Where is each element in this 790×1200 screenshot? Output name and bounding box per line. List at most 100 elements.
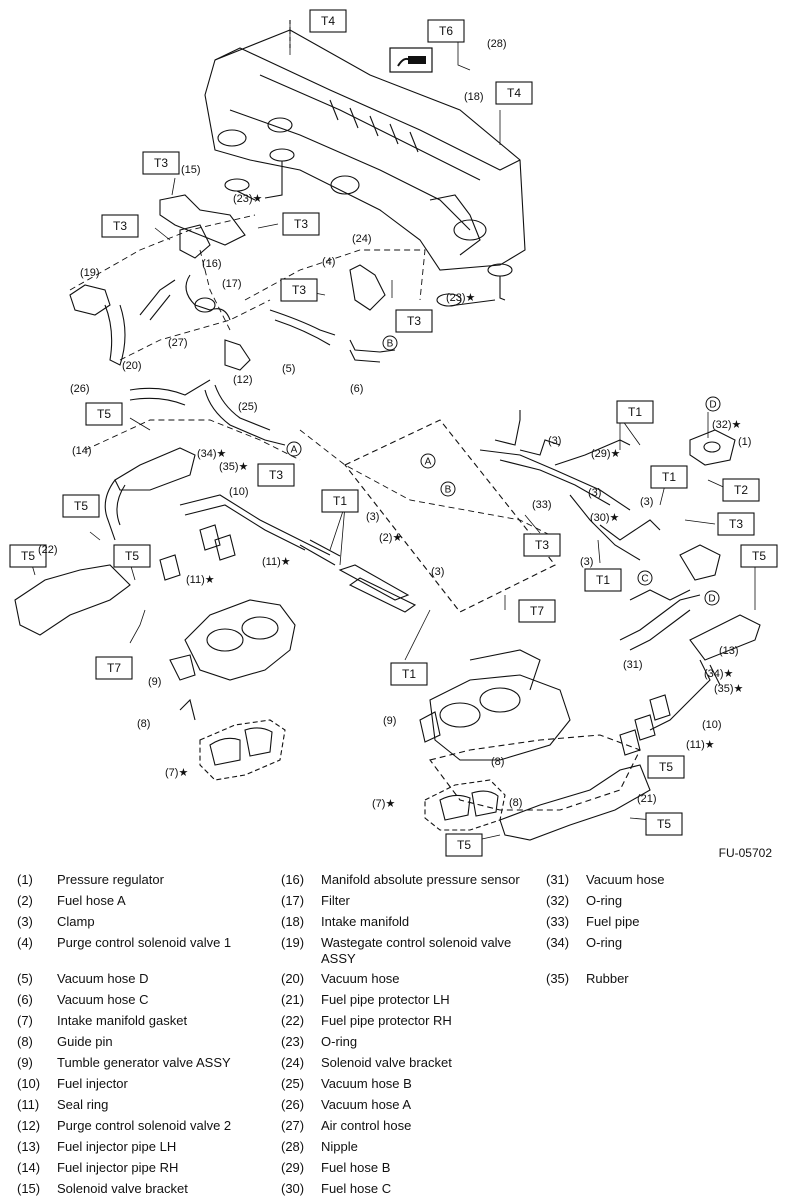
part-label: (28) — [487, 38, 507, 50]
legend-text: Seal ring — [57, 1097, 109, 1112]
torque-box-t7: T7 — [95, 656, 133, 680]
part-label: (8) — [137, 718, 150, 730]
legend-number: (4) — [17, 935, 33, 950]
legend-text: Fuel pipe — [586, 914, 640, 929]
legend-number: (7) — [17, 1013, 33, 1028]
svg-text:T3: T3 — [535, 538, 549, 552]
callout-b: B — [382, 335, 398, 351]
legend-text: Vacuum hose A — [321, 1097, 412, 1112]
svg-text:T5: T5 — [659, 760, 673, 774]
callout-d: D — [705, 396, 721, 412]
part-label: (6) — [350, 383, 363, 395]
torque-box-t5: T5 — [647, 755, 685, 779]
legend-text: Vacuum hose — [586, 872, 665, 887]
legend-number: (11) — [17, 1097, 40, 1112]
torque-box-t1: T1 — [390, 662, 428, 686]
torque-box-t5: T5 — [645, 812, 683, 836]
legend-number: (23) — [281, 1034, 305, 1049]
svg-text:T5: T5 — [74, 499, 88, 513]
legend-text: Clamp — [57, 914, 95, 929]
legend-text: Fuel hose C — [321, 1181, 392, 1196]
svg-text:T4: T4 — [321, 14, 335, 28]
part-label: (31) — [623, 659, 643, 671]
legend-text: Vacuum hose B — [321, 1076, 412, 1091]
legend-text: Fuel pipe protector LH — [321, 992, 450, 1007]
legend-number: (1) — [17, 872, 33, 887]
o-ring-23c — [487, 263, 513, 277]
legend-number: (6) — [17, 992, 33, 1007]
parts-legend: (1)Pressure regulator(2)Fuel hose A(3)Cl… — [0, 866, 790, 1200]
legend-number: (27) — [281, 1118, 305, 1133]
torque-box-t3: T3 — [523, 533, 561, 557]
part-label: (11)★ — [262, 556, 291, 568]
legend-text: Fuel injector pipe LH — [57, 1139, 177, 1154]
svg-text:T5: T5 — [21, 549, 35, 563]
svg-text:T2: T2 — [734, 483, 748, 497]
svg-text:T5: T5 — [125, 549, 139, 563]
legend-number: (30) — [281, 1181, 305, 1196]
part-label: (27) — [168, 337, 188, 349]
legend-number: (25) — [281, 1076, 305, 1091]
part-label: (9) — [383, 715, 396, 727]
legend-text: Rubber — [586, 971, 629, 986]
legend-number: (17) — [281, 893, 305, 908]
part-label: (7)★ — [372, 798, 395, 810]
part-label: (34)★ — [704, 668, 734, 680]
legend-text: O-ring — [586, 893, 623, 908]
torque-box-t3: T3 — [395, 309, 433, 333]
part-label: (19) — [80, 267, 100, 279]
svg-text:C: C — [641, 574, 648, 585]
torque-box-t5: T5 — [740, 544, 778, 568]
legend-number: (32) — [546, 893, 570, 908]
svg-text:T7: T7 — [530, 604, 544, 618]
legend-text: Solenoid valve bracket — [57, 1181, 188, 1196]
legend-number: (13) — [17, 1139, 41, 1154]
legend-number: (5) — [17, 971, 33, 986]
svg-text:T1: T1 — [333, 494, 347, 508]
legend-number: (22) — [281, 1013, 305, 1028]
legend-text: Tumble generator valve ASSY — [57, 1055, 231, 1070]
legend-text: O-ring — [321, 1034, 358, 1049]
legend-text: Solenoid valve bracket — [321, 1055, 452, 1070]
part-label: (23)★ — [233, 193, 263, 205]
part-label: (3) — [548, 435, 561, 447]
legend-number: (33) — [546, 914, 570, 929]
legend-text: Purge control solenoid valve 2 — [57, 1118, 232, 1133]
legend-number: (14) — [17, 1160, 41, 1175]
torque-box-t7: T7 — [518, 599, 556, 623]
torque-box-t5: T5 — [85, 402, 123, 426]
part-label: (35)★ — [714, 683, 744, 695]
svg-text:B: B — [445, 485, 452, 496]
part-label: (23)★ — [446, 292, 476, 304]
figure-code: FU-05702 — [718, 846, 772, 860]
legend-number: (16) — [281, 872, 305, 887]
svg-text:T1: T1 — [628, 405, 642, 419]
svg-text:D: D — [708, 594, 715, 605]
part-label: (24) — [352, 233, 372, 245]
fuel-icon — [389, 47, 433, 73]
legend-text: Purge control solenoid valve 1 — [57, 935, 232, 950]
part-label: (15) — [181, 164, 201, 176]
svg-text:T4: T4 — [507, 86, 521, 100]
legend-text: Intake manifold — [321, 914, 410, 929]
torque-box-t2: T2 — [722, 478, 760, 502]
svg-text:B: B — [387, 339, 394, 350]
part-label: (11)★ — [186, 574, 215, 586]
o-ring-23a — [269, 148, 295, 162]
legend-number: (20) — [281, 971, 305, 986]
legend-text: Fuel hose A — [57, 893, 126, 908]
part-label: (26) — [70, 383, 90, 395]
svg-text:A: A — [291, 445, 298, 456]
part-label: (3) — [580, 556, 593, 568]
callout-c: C — [637, 570, 653, 586]
callout-a: A — [286, 441, 302, 457]
legend-number: (26) — [281, 1097, 305, 1112]
part-label: (4) — [322, 256, 335, 268]
part-label: (8) — [491, 756, 504, 768]
o-ring-23b — [224, 178, 250, 192]
legend-number: (8) — [17, 1034, 33, 1049]
svg-text:T3: T3 — [294, 217, 308, 231]
svg-text:T5: T5 — [97, 407, 111, 421]
legend-text: Vacuum hose — [321, 971, 400, 986]
exploded-parts-diagram: BAABDCCD T4T6T4T3T3T3T3T3T5T3T5T1T1T1T2T… — [9, 9, 778, 857]
